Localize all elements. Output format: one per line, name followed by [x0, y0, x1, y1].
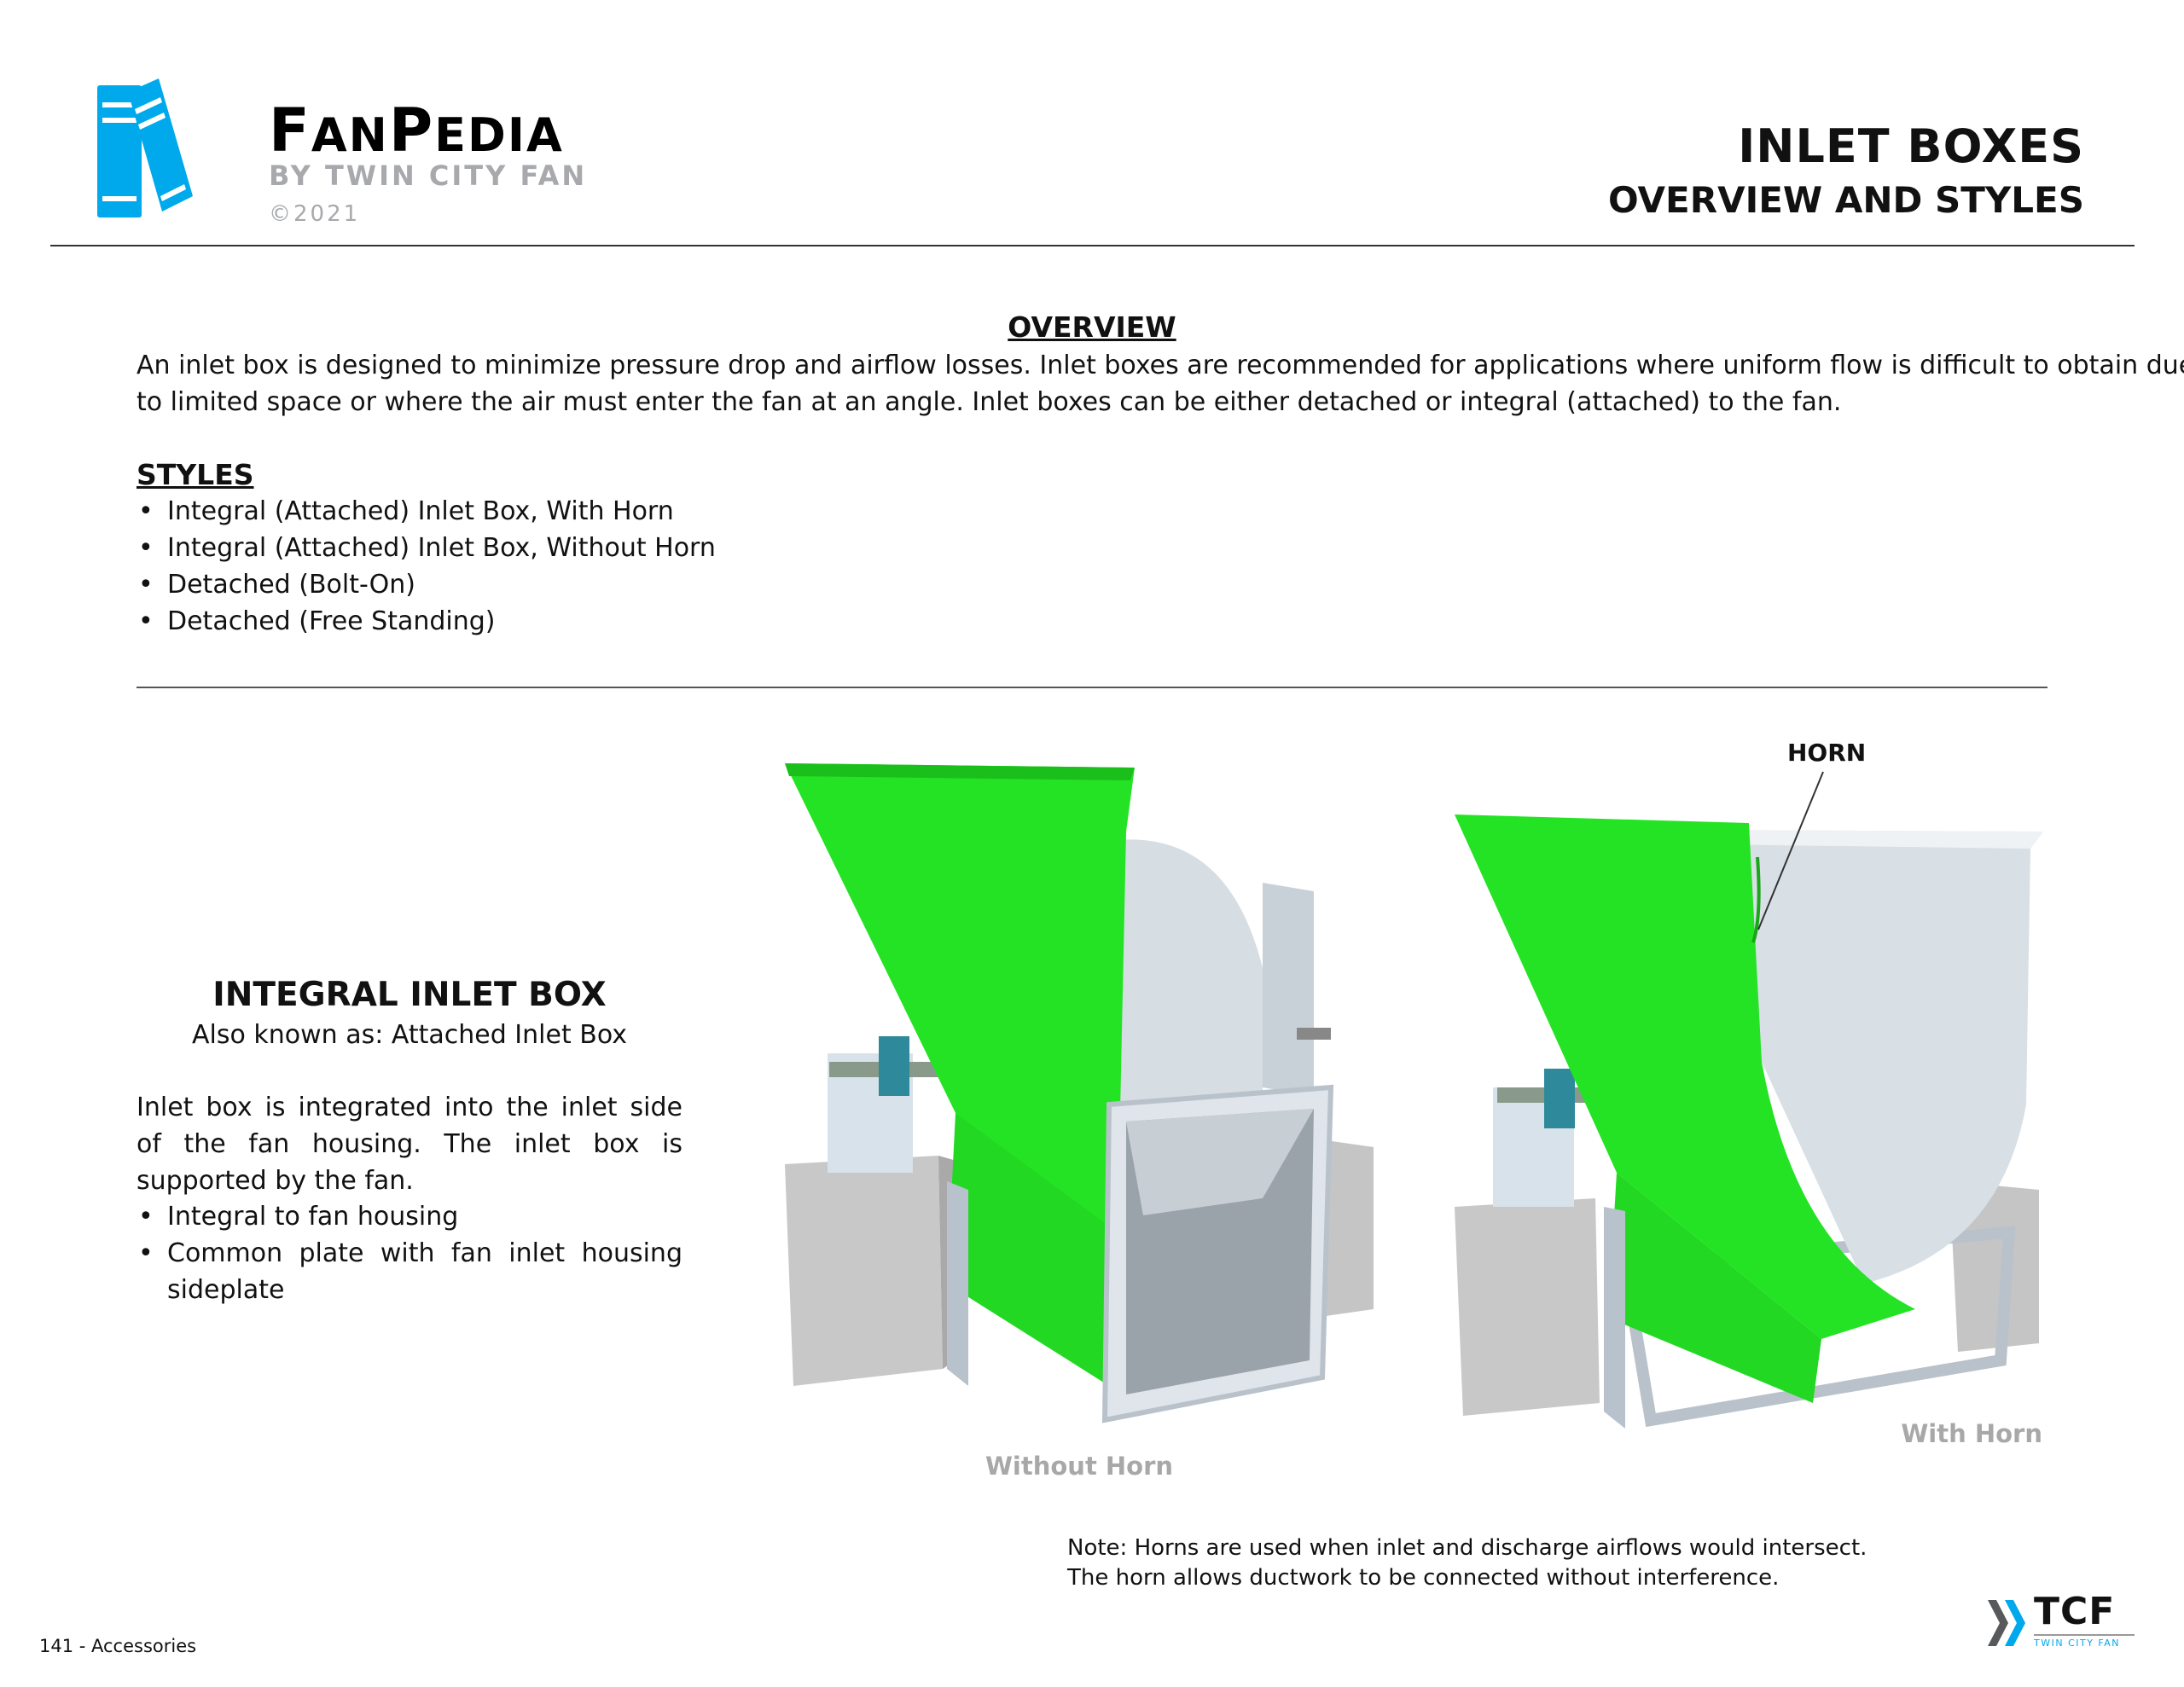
books-icon [97, 78, 193, 217]
horn-note: Note: Horns are used when inlet and disc… [1067, 1533, 1867, 1593]
overview-heading: OVERVIEW [1008, 310, 1176, 344]
list-item: Integral (Attached) Inlet Box, With Horn [136, 493, 716, 530]
fan-without-horn-image [785, 763, 1374, 1423]
note-line: The horn allows ductwork to be connected… [1067, 1565, 1780, 1591]
overview-line: to limited space or where the air must e… [136, 387, 1842, 417]
horn-leader-line [1757, 771, 1824, 930]
tcf-text: TCF [2034, 1590, 2116, 1633]
fanpedia-logo: FANPEDIA by Twin City Fan ©2021 [94, 77, 674, 230]
list-item: Integral (Attached) Inlet Box, Without H… [136, 530, 716, 566]
chevrons-icon [1988, 1600, 2025, 1646]
styles-heading: STYLES [136, 458, 254, 491]
list-item: Detached (Free Standing) [136, 603, 716, 640]
list-item: Integral to fan housing [136, 1198, 682, 1235]
caption-text: Without Horn [985, 1452, 1174, 1481]
overview-text: An inlet box is designed to minimize pre… [136, 347, 2184, 420]
without-horn-caption: Without Horn [951, 1452, 1207, 1481]
tcf-divider [2034, 1634, 2135, 1636]
note-line: Note: Horns are used when inlet and disc… [1067, 1535, 1867, 1561]
section-divider [136, 687, 2048, 688]
integral-aka: Also known as: Attached Inlet Box [191, 1020, 628, 1050]
list-item: Detached (Bolt-On) [136, 566, 716, 603]
overview-line: An inlet box is designed to minimize pre… [136, 351, 2184, 380]
integral-list: Integral to fan housing Common plate wit… [136, 1198, 682, 1308]
fan-with-horn-image [1455, 815, 2043, 1429]
brand-name: FANPEDIA [269, 96, 564, 165]
integral-heading: INTEGRAL INLET BOX [212, 976, 607, 1014]
styles-list: Integral (Attached) Inlet Box, With Horn… [136, 493, 716, 640]
brand-sub: by Twin City Fan [269, 159, 588, 192]
tcf-logo: TCF Twin City Fan [1988, 1593, 2137, 1651]
with-horn-caption: With Horn [1901, 1419, 2042, 1448]
integral-desc: Inlet box is integrated into the inlet s… [136, 1093, 682, 1196]
page-title: INLET BOXES [1738, 119, 2084, 173]
header-divider [50, 245, 2135, 246]
page-subtitle: OVERVIEW AND STYLES [1607, 179, 2084, 221]
caption-text: With Horn [1901, 1419, 2042, 1448]
page-number: 141 - Accessories [39, 1636, 197, 1656]
copyright: ©2021 [269, 201, 361, 227]
tcf-sub: Twin City Fan [2034, 1638, 2120, 1649]
list-item: Common plate with fan inlet housing side… [136, 1235, 682, 1308]
horn-label: HORN [1787, 739, 1867, 767]
